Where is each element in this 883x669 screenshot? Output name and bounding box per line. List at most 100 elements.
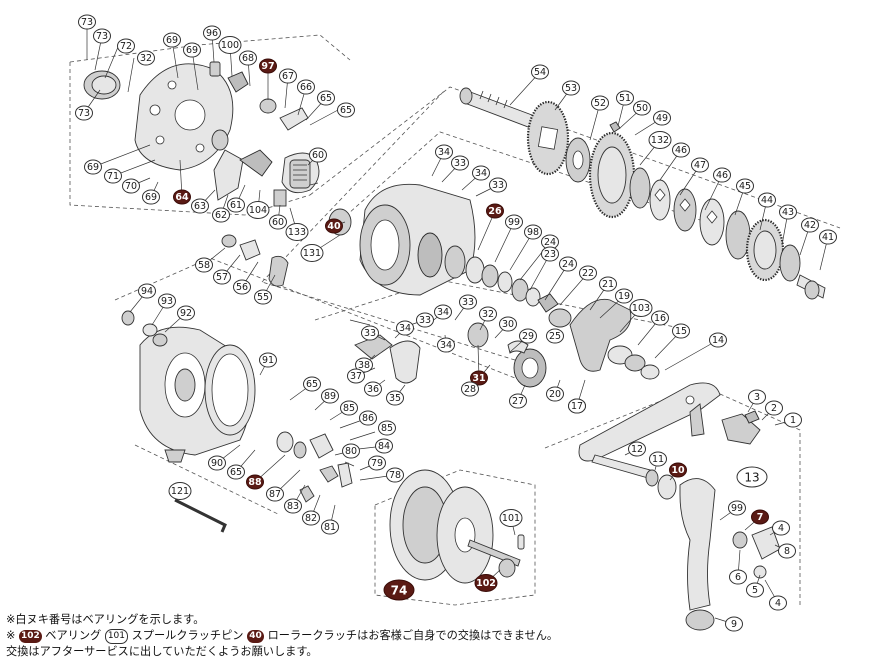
callout-bubble [284,498,302,514]
callout-bubble [801,217,819,233]
callout-label: 60 [312,150,324,161]
callout-label: 33 [462,297,474,308]
callout-58: 58 [195,257,213,273]
callout-bubble [599,276,617,292]
callout-label: 96 [206,28,218,39]
callout-bubble [451,155,469,171]
callout-69: 69 [142,189,160,205]
callout-label: 53 [565,83,577,94]
callout-31: 31 [470,370,488,386]
callout-label: 9 [731,619,737,630]
callout-19: 19 [615,288,633,304]
callout-label: 102 [476,578,496,589]
callout-99: 99 [728,500,746,516]
callout-33: 33 [451,155,469,171]
callout-131: 131 [300,244,324,262]
callout-16: 16 [651,310,669,326]
callout-15: 15 [672,323,690,339]
callout-bubble [239,50,257,66]
callout-label: 88 [248,477,262,488]
callout-label: 86 [362,413,374,424]
callout-14: 14 [709,332,727,348]
callout-label: 32 [140,53,152,64]
callout-73: 73 [93,28,111,44]
callout-bubble [203,25,221,41]
callout-bubble [396,320,414,336]
callout-90: 90 [208,455,226,471]
callout-37: 37 [347,368,365,384]
callout-25: 25 [546,328,564,344]
callout-bubble [651,310,669,326]
callout-bubble [546,386,564,402]
callout-65: 65 [317,90,335,106]
callout-bubble [285,223,309,241]
callout-bubble [254,289,272,305]
callout-bubble [562,80,580,96]
callout-23: 23 [541,246,559,262]
callout-bubble [75,105,93,121]
callout-bubble [259,58,277,74]
callout-bubble [347,368,365,384]
callout-bubble [337,102,355,118]
callout-bubble [233,279,251,295]
callout-17: 17 [568,398,586,414]
callout-label: 28 [464,384,476,395]
callout-86: 86 [359,410,377,426]
callout-bubble [499,316,517,332]
callout-bubble [713,167,731,183]
callout-bubble [437,337,455,353]
callout-94: 94 [138,283,156,299]
callout-100: 100 [218,36,242,54]
callout-51: 51 [616,90,634,106]
callout-53: 53 [562,80,580,96]
callout-30: 30 [499,316,517,332]
callout-bubble [579,265,597,281]
callout-label: 90 [211,458,223,469]
callout-66: 66 [297,79,315,95]
callout-bubble [359,410,377,426]
callout-bubble [541,246,559,262]
callout-29: 29 [519,328,537,344]
callout-73: 73 [78,14,96,30]
callout-85: 85 [378,420,396,436]
callout-label: 16 [654,313,666,324]
callout-label: 98 [527,227,539,238]
callout-34: 34 [396,320,414,336]
callout-bubble [479,306,497,322]
callout-bubble [519,328,537,344]
callout-label: 5 [752,585,758,596]
callout-97: 97 [259,58,277,74]
callout-label: 4 [778,523,784,534]
callout-label: 91 [262,355,274,366]
callout-label: 33 [419,315,431,326]
callout-bubble [486,203,504,219]
callout-9: 9 [725,616,743,632]
callout-133: 133 [285,223,309,241]
callout-bubble [559,256,577,272]
callout-label: 45 [739,181,751,192]
callout-bubble [78,14,96,30]
callout-label: 65 [320,93,332,104]
callout-bubble [386,467,404,483]
callout-label: 7 [757,512,764,523]
callout-bubble [279,68,297,84]
callout-bubble [728,500,746,516]
callout-label: 97 [261,61,274,72]
callout-78: 78 [386,467,404,483]
callout-label: 25 [549,331,561,342]
callout-bubble [499,509,523,527]
callout-57: 57 [213,269,231,285]
callout-65: 65 [227,464,245,480]
callout-label: 64 [175,192,189,203]
callout-bubble [628,441,646,457]
callout-label: 29 [522,331,534,342]
callout-label: 12 [631,444,643,455]
callout-96: 96 [203,25,221,41]
callout-label: 10 [671,465,685,476]
callout-63: 63 [191,198,209,214]
callout-bubble [819,229,837,245]
callout-bubble [246,474,264,490]
callout-label: 42 [804,220,816,231]
callout-21: 21 [599,276,617,292]
callout-label: 41 [822,232,834,243]
